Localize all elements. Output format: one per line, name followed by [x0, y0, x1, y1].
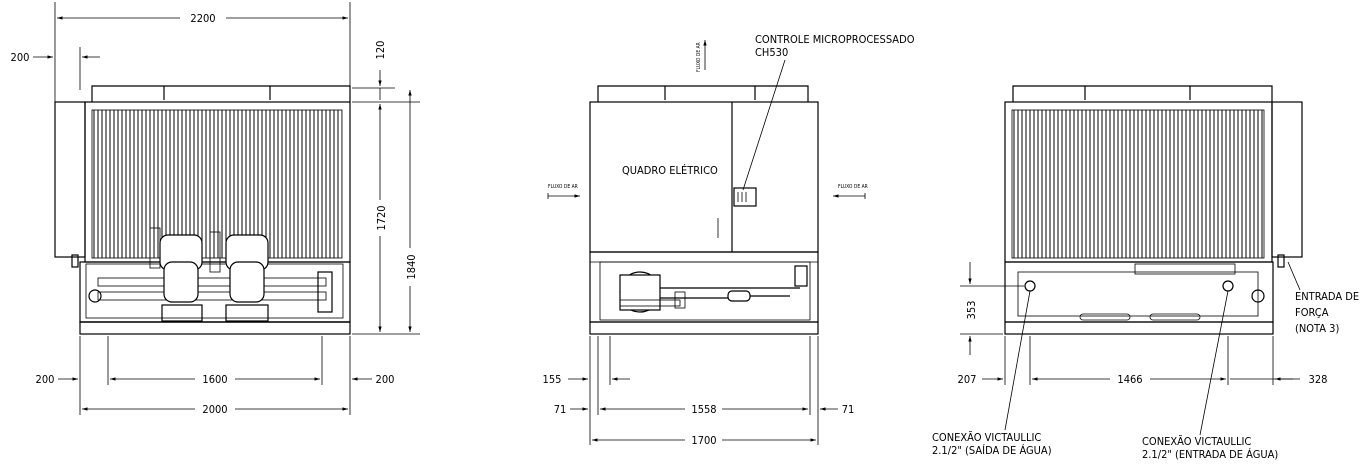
dim-conn-height: 353 — [965, 301, 978, 320]
right-view: 353 207 1466 328 ENTRADA DE FORÇA (NOTA … — [932, 85, 1359, 461]
dim-left-margin: 200 — [36, 373, 55, 386]
dim-coil-height: 1720 — [375, 205, 388, 230]
svg-text:FLUXO DE AR: FLUXO DE AR — [696, 42, 702, 72]
airflow-left-arrow: FLUXO DE AR — [547, 184, 580, 199]
compressor-1 — [149, 227, 203, 322]
dim-offset-top: 200 — [11, 51, 30, 64]
dim-left-offset: 155 — [543, 373, 562, 386]
controller-label-line1: CONTROLE MICROPROCESSADO — [755, 33, 915, 46]
inlet-label-line1: CONEXÃO VICTAULLIC — [1142, 435, 1251, 448]
dim-right-small: 71 — [842, 403, 855, 416]
dim-right-margin: 200 — [376, 373, 395, 386]
dim-right: 328 — [1309, 373, 1328, 386]
dim-base-width: 2000 — [202, 403, 227, 416]
dim-total: 1700 — [691, 434, 716, 447]
inlet-label-line2: 2.1/2" (ENTRADA DE ÁGUA) — [1142, 448, 1278, 461]
inlet-connection — [1222, 280, 1234, 292]
controller-display — [733, 187, 757, 207]
outlet-connection — [1024, 280, 1036, 292]
outlet-label-line2: 2.1/2" (SAÍDA DE ÁGUA) — [932, 444, 1052, 457]
dim-inner: 1558 — [691, 403, 716, 416]
dim-left-small: 71 — [554, 403, 567, 416]
airflow-top-arrow: FLUXO DE AR — [696, 40, 707, 72]
dim-left: 207 — [958, 373, 977, 386]
left-view: 2200 200 — [11, 2, 420, 416]
dim-base-inner: 1600 — [202, 373, 227, 386]
power-entry-line3: (NOTA 3) — [1295, 322, 1339, 335]
controller-label-line2: CH530 — [755, 46, 788, 59]
dim-center: 1466 — [1117, 373, 1142, 386]
svg-text:FLUXO DE AR: FLUXO DE AR — [548, 184, 578, 190]
compressor-2 — [209, 231, 269, 322]
airflow-right-arrow: FLUXO DE AR — [833, 184, 868, 199]
panel-label: QUADRO ELÉTRICO — [622, 164, 718, 177]
center-view: FLUXO DE AR CONTROLE MICROPROCESSADO CH5… — [543, 33, 915, 447]
dim-top-height: 120 — [374, 41, 387, 60]
power-entry-line2: FORÇA — [1295, 306, 1329, 319]
dim-total-width: 2200 — [190, 12, 215, 25]
dim-total-height: 1840 — [405, 254, 418, 279]
svg-text:FLUXO DE AR: FLUXO DE AR — [838, 184, 868, 190]
power-entry-line1: ENTRADA DE — [1295, 290, 1359, 303]
outlet-label-line1: CONEXÃO VICTAULLIC — [932, 431, 1041, 444]
